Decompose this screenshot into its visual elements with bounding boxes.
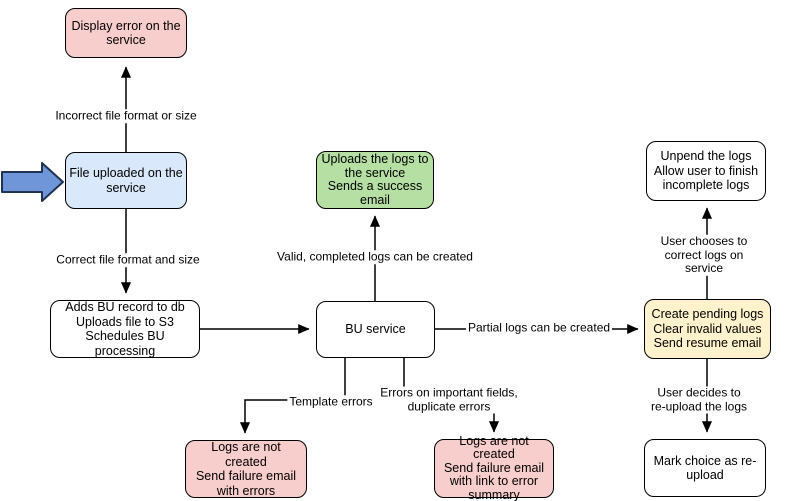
node-bu-service: BU service: [316, 301, 435, 358]
node-logs-not-created-summary: Logs are not created Send failure email …: [434, 434, 554, 501]
edge-label-valid-completed: Valid, completed logs can be created: [275, 249, 475, 264]
edge-label-user-corrects: User chooses to correct logs on service: [655, 234, 753, 276]
entry-arrow-icon: [1, 162, 64, 202]
node-create-pending-logs: Create pending logs Clear invalid values…: [644, 299, 771, 359]
node-file-uploaded: File uploaded on the service: [65, 152, 187, 209]
node-mark-reupload: Mark choice as re- upload: [644, 439, 766, 497]
edge-label-partial-logs: Partial logs can be created: [465, 320, 613, 335]
edge-label-field-errors: Errors on important fields, duplicate er…: [378, 385, 520, 414]
edge-label-user-reuploads: User decides to re-upload the logs: [648, 386, 750, 414]
edge-label-template-errors: Template errors: [287, 394, 375, 409]
edge-label-incorrect-format: Incorrect file format or size: [53, 108, 199, 123]
node-logs-not-created-errors: Logs are not created Send failure email …: [185, 440, 307, 498]
node-adds-bu-record: Adds BU record to db Uploads file to S3 …: [50, 300, 200, 358]
node-display-error: Display error on the service: [65, 8, 187, 58]
edge-label-correct-format: Correct file format and size: [54, 252, 202, 267]
node-unpend-logs: Unpend the logs Allow user to finish inc…: [646, 141, 766, 201]
node-uploads-logs-success: Uploads the logs to the service Sends a …: [316, 151, 434, 209]
